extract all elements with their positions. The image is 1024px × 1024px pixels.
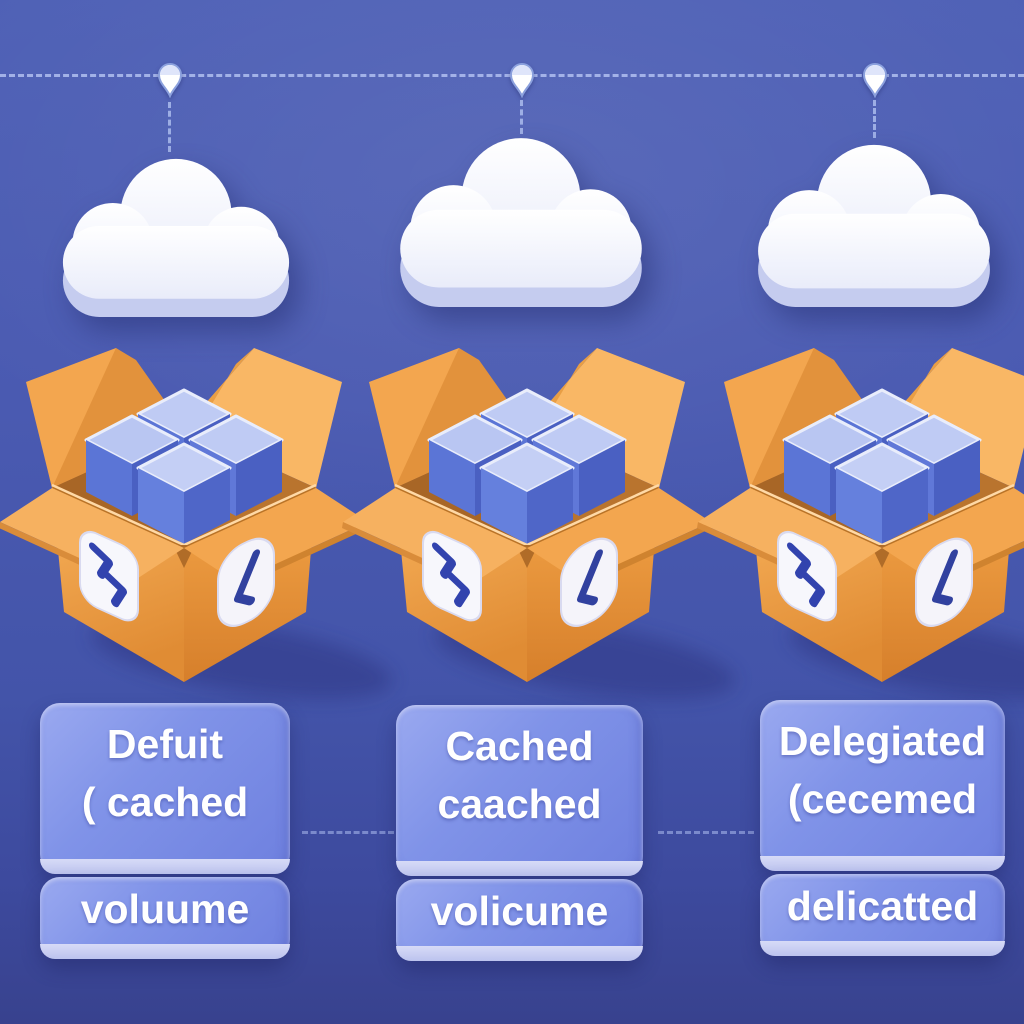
label-group-column-2: Cached caached volicume: [396, 705, 643, 961]
dashed-connector: [658, 831, 754, 834]
volume-card-label: delicatted: [786, 883, 979, 929]
package-box-icon: [0, 330, 364, 692]
mode-card-line2: (cecemed: [787, 776, 978, 822]
cloud-icon: [61, 155, 291, 318]
mode-card-line1: Defuit: [106, 721, 224, 767]
dashed-drop-line: [520, 100, 523, 134]
cloud-icon: [756, 141, 992, 308]
mode-card: Delegiated (cecemed: [760, 700, 1005, 871]
dashed-connector: [302, 831, 394, 834]
volume-card-label: volicume: [430, 888, 609, 934]
mode-card: Cached caached: [396, 705, 643, 876]
dashed-drop-line: [168, 102, 171, 152]
volume-card: voluume: [40, 877, 290, 959]
package-box-icon: [327, 330, 707, 692]
volume-card: volicume: [396, 879, 643, 961]
pin-icon: [509, 62, 535, 98]
card-bevel: [40, 859, 290, 874]
mode-card-line2: caached: [437, 781, 602, 827]
pin-icon: [157, 62, 183, 98]
mode-card-line1: Delegiated: [778, 718, 987, 764]
card-bevel: [40, 944, 290, 959]
mode-card: Defuit ( cached: [40, 703, 290, 874]
label-group-column-3: Delegiated (cecemed delicatted: [760, 700, 1005, 956]
mode-card-line1: Cached: [445, 723, 594, 769]
dashed-drop-line: [873, 100, 876, 138]
package-box-icon: [682, 330, 1024, 692]
mode-card-line2: ( cached: [81, 779, 249, 825]
cloud-icon: [398, 134, 644, 308]
card-bevel: [760, 941, 1005, 956]
card-bevel: [760, 856, 1005, 871]
pin-icon: [862, 62, 888, 98]
volume-card: delicatted: [760, 874, 1005, 956]
card-bevel: [396, 861, 643, 876]
card-bevel: [396, 946, 643, 961]
label-group-column-1: Defuit ( cached voluume: [40, 703, 290, 959]
volume-card-label: voluume: [80, 886, 250, 932]
